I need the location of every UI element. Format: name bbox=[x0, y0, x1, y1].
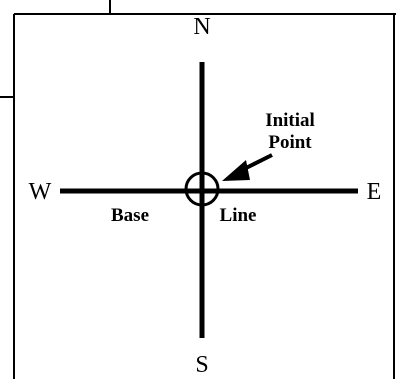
arrow-head bbox=[222, 160, 250, 181]
base-line-label-left: Base bbox=[111, 205, 149, 226]
west-label: W bbox=[29, 179, 52, 205]
initial-point-label-line1: Initial bbox=[265, 110, 315, 131]
base-line-label-right: Line bbox=[220, 205, 257, 226]
initial-point-marker bbox=[184, 171, 220, 207]
east-label: E bbox=[367, 179, 382, 205]
north-label: N bbox=[193, 14, 210, 40]
initial-point-arrow bbox=[222, 153, 273, 181]
initial-point-label-line2: Point bbox=[268, 132, 312, 153]
south-label: S bbox=[195, 352, 208, 378]
